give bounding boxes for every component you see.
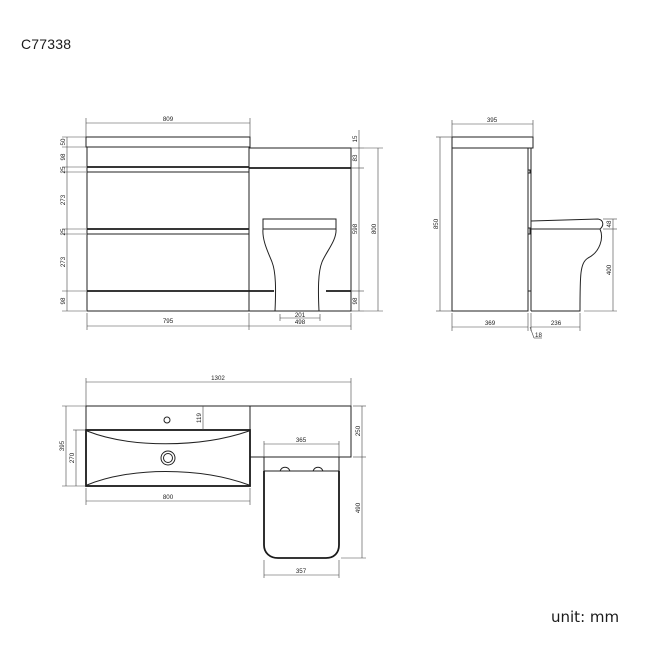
dim-toilet-unit-width: 498 [295,319,306,326]
tap-hole-icon [163,416,171,424]
dim-toilet-width: 357 [296,568,307,575]
dim-overall-depth: 395 [59,440,66,451]
dim-drawer2: 273 [60,256,67,267]
product-code: C77338 [21,36,72,52]
dim-door-thickness: 18 [535,332,542,339]
dim-basin-depth: 270 [69,452,76,463]
dim-overall-width: 1302 [211,375,225,382]
dim-side-toilet-projection: 236 [551,320,562,327]
dim-side-depth: 395 [487,117,498,124]
dim-side-total-height: 850 [433,218,440,229]
dim-basin-top-height: 50 [60,138,67,145]
dim-basin-width: 800 [163,494,174,501]
dim-toilet-projection: 490 [355,502,362,513]
dim-drawer1: 273 [60,194,67,205]
side-basin-top [451,136,534,149]
toilet-front [262,218,337,312]
basin-top [85,416,251,487]
side-cabinet [451,147,529,312]
dim-unit-middle: 598 [352,223,359,234]
dim-total-height: 800 [371,223,378,234]
toilet-top [263,456,340,559]
toilet-side [530,218,604,312]
drain-icon [160,450,176,466]
dim-cabinet-width: 795 [163,318,174,325]
dim-side-cabinet-depth: 369 [485,320,496,327]
dim-toilet-cistern-width: 365 [296,437,307,444]
dim-unit-depth: 250 [355,425,362,436]
dim-plinth-left: 98 [60,297,67,304]
dim-gap1: 25 [60,166,67,173]
unit-label: unit: mm [551,608,620,626]
dim-seat-height: 400 [606,264,613,275]
dim-unit-top-offset: 15 [352,135,359,142]
dim-toilet-base-width: 201 [295,312,306,319]
dim-drawer1-top: 98 [60,153,67,160]
dim-top-width: 809 [163,116,174,123]
front-view: 809 795 50 98 25 273 25 273 98 15 83 598… [60,116,383,330]
dim-plinth-right: 98 [352,297,359,304]
dim-tap-offset: 119 [196,413,203,423]
dim-unit-top-panel: 83 [352,154,359,161]
dim-seat-thickness: 48 [606,220,613,227]
side-view: 395 850 369 236 18 48 400 [433,117,617,339]
basin-top-outline [85,136,251,148]
top-view: 1302 395 270 119 800 250 365 490 357 [59,375,366,578]
dim-gap2: 25 [60,228,67,235]
